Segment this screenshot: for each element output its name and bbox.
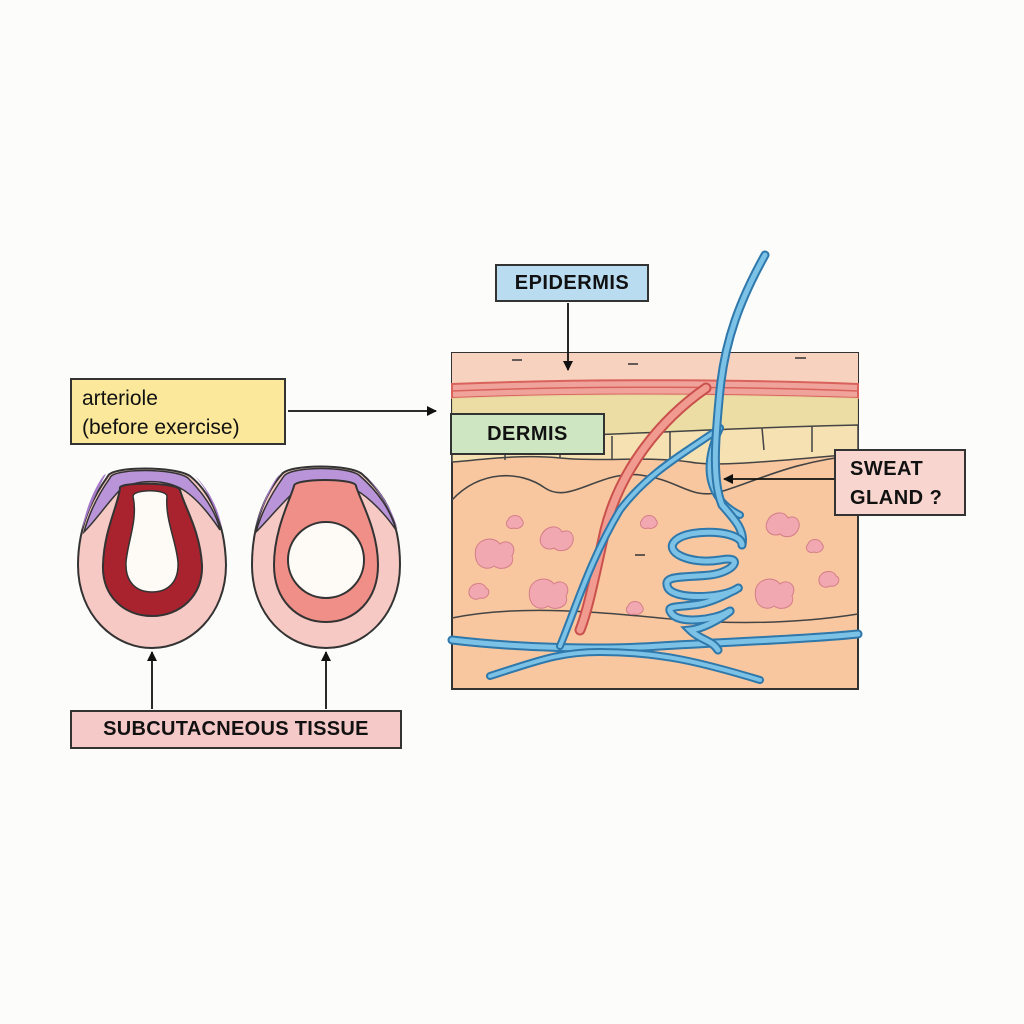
fat-cells <box>468 512 840 615</box>
arteriole-label-line1: arteriole <box>82 387 158 410</box>
epidermis-label: EPIDERMIS <box>495 264 649 302</box>
blue-vessel-network <box>447 424 863 684</box>
subcutaneous-tissue-label: SUBCUTACNEOUS TISSUE <box>70 710 402 749</box>
arteriole-label-line2: (before exercise) <box>82 416 240 439</box>
skin-cross-section <box>447 250 863 690</box>
dilated-arteriole-lumen <box>287 521 365 599</box>
dermis-label: DERMIS <box>450 413 605 455</box>
sweat-gland-label: SWEAT GLAND ? <box>834 449 966 516</box>
arteriole-label: arteriole (before exercise) <box>70 378 286 445</box>
sweat-gland <box>662 250 770 655</box>
pointer-arrows <box>147 303 834 709</box>
dermal-wave <box>451 454 859 501</box>
constricted-arteriole-lumen <box>125 490 179 593</box>
dilated-arteriole <box>250 465 402 650</box>
sweat-gland-label-line2: GLAND ? <box>850 487 943 509</box>
constricted-arteriole <box>76 467 228 650</box>
sweat-gland-label-line1: SWEAT <box>850 458 924 480</box>
